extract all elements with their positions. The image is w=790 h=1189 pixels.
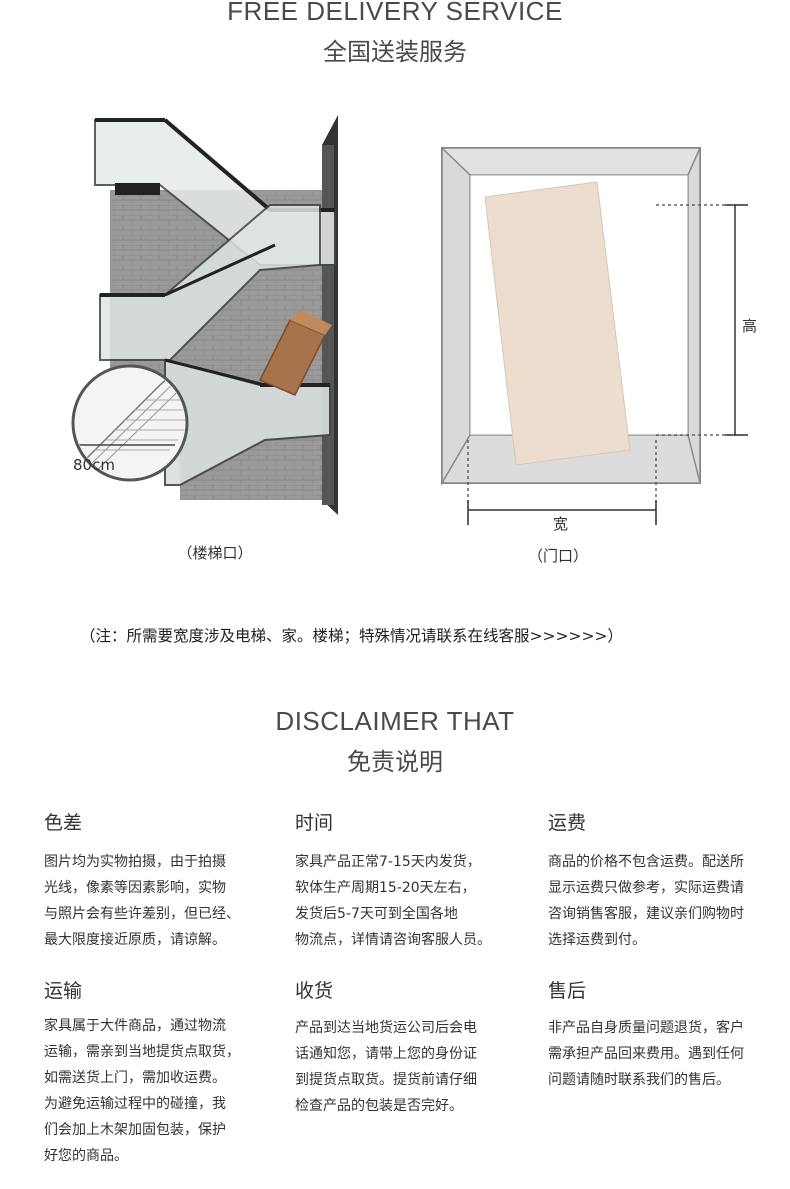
door-illustration — [440, 146, 748, 525]
heading-time: 时间 — [295, 812, 334, 834]
heading-transport: 运输 — [44, 980, 83, 1002]
delivery-title-en: FREE DELIVERY SERVICE — [227, 0, 563, 26]
text-color-difference: 图片均为实物拍摄，由于拍摄光线，像素等因素影响，实物与照片会有些许差别，但已经、… — [44, 854, 240, 948]
heading-after-sales: 售后 — [548, 980, 587, 1002]
delivery-title-cn: 全国送装服务 — [323, 38, 467, 66]
stair-caption: （楼梯口） — [177, 544, 253, 562]
text-receiving: 产品到达当地货运公司后会电话通知您，请带上您的身份证到提货点取货。提货前请仔细检… — [295, 1020, 477, 1114]
stair-width-measure: 80cm — [73, 456, 115, 474]
door-width-label: 宽 — [553, 515, 569, 533]
disclaimer-title-en: DISCLAIMER THAT — [275, 706, 515, 736]
text-shipping-fee: 商品的价格不包含运费。配送所显示运费只做参考，实际运费请咨询销售客服，建议亲们购… — [548, 854, 744, 948]
text-time: 家具产品正常7-15天内发货，软体生产周期15-20天左右，发货后5-7天可到全… — [295, 854, 491, 948]
delivery-note: （注：所需要宽度涉及电梯、家。楼梯；特殊情况请联系在线客服>>>>>>） — [80, 627, 623, 645]
heading-shipping-fee: 运费 — [548, 812, 587, 834]
door-caption: （门口） — [527, 547, 588, 565]
disclaimer-title-cn: 免责说明 — [347, 748, 443, 776]
text-transport: 家具属于大件商品，通过物流运输，需亲到当地提货点取货，如需送货上门，需加收运费。… — [44, 1018, 240, 1164]
heading-receiving: 收货 — [295, 980, 334, 1002]
staircase-illustration — [71, 115, 338, 515]
text-after-sales: 非产品自身质量问题退货，客户需承担产品回来费用。遇到任何问题请随时联系我们的售后… — [548, 1020, 744, 1088]
door-height-label: 高 — [742, 315, 758, 336]
heading-color-difference: 色差 — [44, 812, 83, 834]
